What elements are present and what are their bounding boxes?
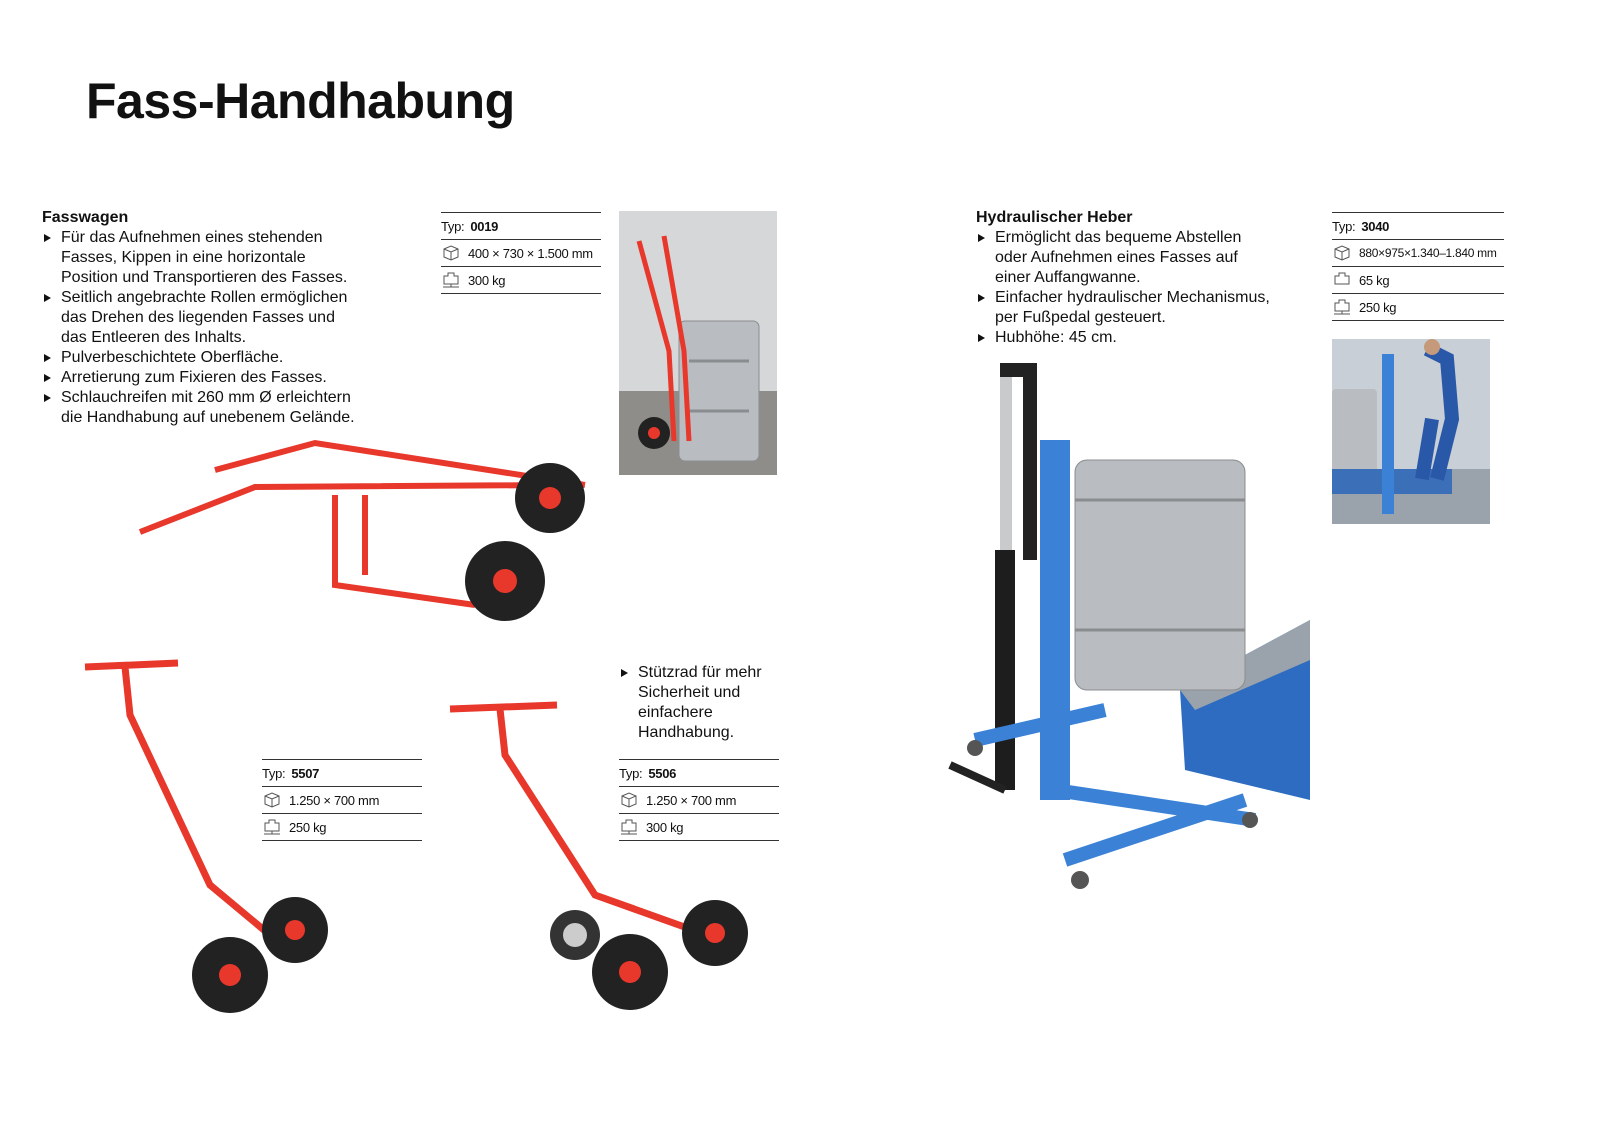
bullet: Pulverbeschichtete Oberfläche. (42, 348, 382, 368)
load-capacity: 250 kg (289, 819, 327, 835)
load-weight-icon (621, 819, 637, 835)
load-capacity: 300 kg (646, 819, 684, 835)
weight: 65 kg (1359, 272, 1390, 288)
product-image-5507 (84, 659, 328, 1013)
bullet: Ermöglicht das bequeme Abstellen oder Au… (976, 228, 1260, 288)
dimensions-cube-icon (621, 792, 637, 808)
typ-label: Typ: (619, 765, 643, 781)
bullet: Arretierung zum Fixieren des Fasses. (42, 368, 382, 388)
fasswagen-heading: Fasswagen (42, 209, 129, 226)
typ-label: Typ: (262, 765, 286, 781)
bullet: Seitlich angebrachte Rollen ermöglichen … (42, 288, 351, 348)
5506-feature: Stützrad für mehr Sicherheit und einfach… (619, 663, 779, 743)
typ-number: 0019 (470, 218, 499, 234)
product-photo-3040 (1332, 339, 1490, 524)
typ-number: 5506 (648, 765, 677, 781)
bullet: Einfacher hydraulischer Mechanismus, per… (976, 288, 1295, 328)
bullet: Für das Aufnehmen eines stehenden Fasses… (42, 228, 361, 288)
spec-table-3040: Typ: 3040 880×975×1.340–1.840 mm 65 kg 25… (1332, 212, 1504, 321)
heber-heading: Hydraulischer Heber (976, 209, 1133, 226)
load-weight-icon (1334, 299, 1350, 315)
dimensions: 400 × 730 × 1.500 mm (468, 245, 593, 261)
spec-table-5506: Typ: 5506 1.250 × 700 mm 300 kg (619, 759, 779, 841)
heber-section: Hydraulischer Heber Ermöglicht das beque… (976, 208, 1306, 348)
product-image-fasswagen (138, 439, 586, 621)
fasswagen-section: Fasswagen Für das Aufnehmen eines stehen… (42, 208, 382, 428)
spec-table-0019: Typ: 0019 400 × 730 × 1.500 mm 300 kg (441, 212, 601, 294)
dimensions-cube-icon (443, 245, 459, 261)
dimensions: 1.250 × 700 mm (646, 792, 737, 808)
typ-label: Typ: (441, 218, 465, 234)
load-weight-icon (443, 272, 459, 288)
typ-label: Typ: (1332, 218, 1356, 234)
load-weight-icon (264, 819, 280, 835)
weight-icon (1334, 272, 1350, 285)
dimensions-cube-icon (1334, 245, 1350, 261)
product-photo-0019 (619, 211, 777, 475)
page-title: Fass-Handhabung (86, 73, 515, 129)
load-capacity: 300 kg (468, 272, 506, 288)
typ-number: 5507 (291, 765, 320, 781)
spec-table-5507: Typ: 5507 1.250 × 700 mm 250 kg (262, 759, 422, 841)
dimensions-cube-icon (264, 792, 280, 808)
product-image-heber (948, 363, 1310, 889)
product-image-5506 (449, 701, 748, 1010)
dimensions: 1.250 × 700 mm (289, 792, 380, 808)
bullet: Stützrad für mehr Sicherheit und einfach… (619, 663, 763, 743)
bullet: Hubhöhe: 45 cm. (976, 328, 1306, 348)
load-capacity: 250 kg (1359, 299, 1397, 315)
typ-number: 3040 (1361, 218, 1390, 234)
bullet: Schlauchreifen mit 260 mm Ø erleichtern … (42, 388, 366, 428)
dimensions: 880×975×1.340–1.840 mm (1359, 246, 1497, 260)
